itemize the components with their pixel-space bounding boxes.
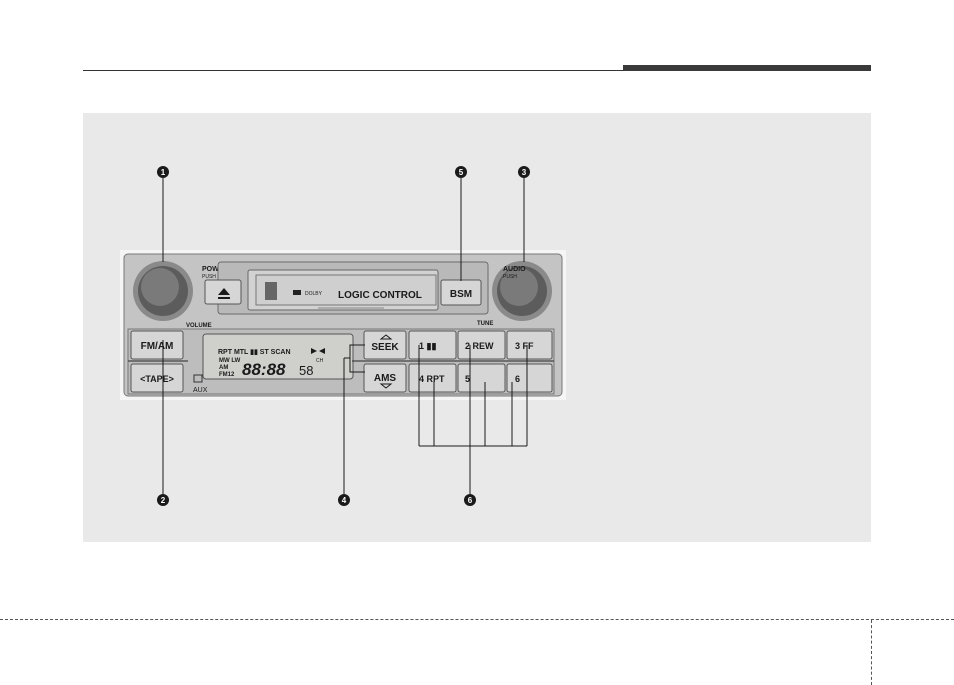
callout-4: 4 bbox=[338, 494, 350, 506]
svg-text:3: 3 bbox=[522, 168, 527, 177]
preset-3-label: 3 FF bbox=[515, 341, 534, 351]
preset-1-label: 1 ▮▮ bbox=[419, 341, 436, 351]
ams-label: AMS bbox=[374, 373, 397, 384]
audio-push-label: PUSH bbox=[503, 274, 517, 280]
display-am: AM bbox=[219, 365, 228, 371]
logic-control-label: LOGIC CONTROL bbox=[338, 290, 422, 301]
svg-text:6: 6 bbox=[468, 496, 473, 505]
dolby-label: DOLBY bbox=[305, 291, 323, 297]
preset-6-button[interactable] bbox=[507, 364, 552, 392]
dolby-icon bbox=[293, 290, 301, 295]
callout-3: 3 bbox=[518, 166, 530, 178]
display-status-line: RPT MTL ▮▮ ST SCAN bbox=[218, 349, 291, 356]
svg-text:1: 1 bbox=[161, 168, 166, 177]
aux-label: AUX bbox=[193, 387, 208, 394]
preset-4-label: 4 RPT bbox=[419, 374, 445, 384]
tune-label: TUNE bbox=[477, 321, 493, 327]
tape-label: <TAPE> bbox=[140, 374, 174, 384]
display-channel-digits: 58 bbox=[299, 363, 313, 378]
volume-label: VOLUME bbox=[186, 323, 212, 329]
seek-label: SEEK bbox=[371, 342, 399, 353]
page-number-divider bbox=[871, 620, 872, 685]
footer-rule bbox=[0, 619, 954, 620]
svg-text:2: 2 bbox=[161, 496, 166, 505]
bsm-label: BSM bbox=[450, 289, 472, 300]
callout-5: 5 bbox=[455, 166, 467, 178]
svg-text:5: 5 bbox=[459, 168, 464, 177]
callout-1: 1 bbox=[157, 166, 169, 178]
audio-label: AUDIO bbox=[503, 266, 526, 273]
power-push-label: PUSH bbox=[202, 274, 216, 280]
display-fm12: FM12 bbox=[219, 372, 235, 378]
display-ch: CH bbox=[316, 358, 324, 364]
display-mwlw: MW LW bbox=[219, 358, 241, 364]
display-digits: 88:88 bbox=[242, 360, 286, 379]
preset-6-label: 6 bbox=[515, 374, 520, 384]
preset-2-label: 2 REW bbox=[465, 341, 494, 351]
callout-2: 2 bbox=[157, 494, 169, 506]
svg-text:4: 4 bbox=[342, 496, 347, 505]
fm-am-label: FM/AM bbox=[141, 341, 174, 352]
callout-6: 6 bbox=[464, 494, 476, 506]
preset-5-label: 5 bbox=[465, 374, 470, 384]
